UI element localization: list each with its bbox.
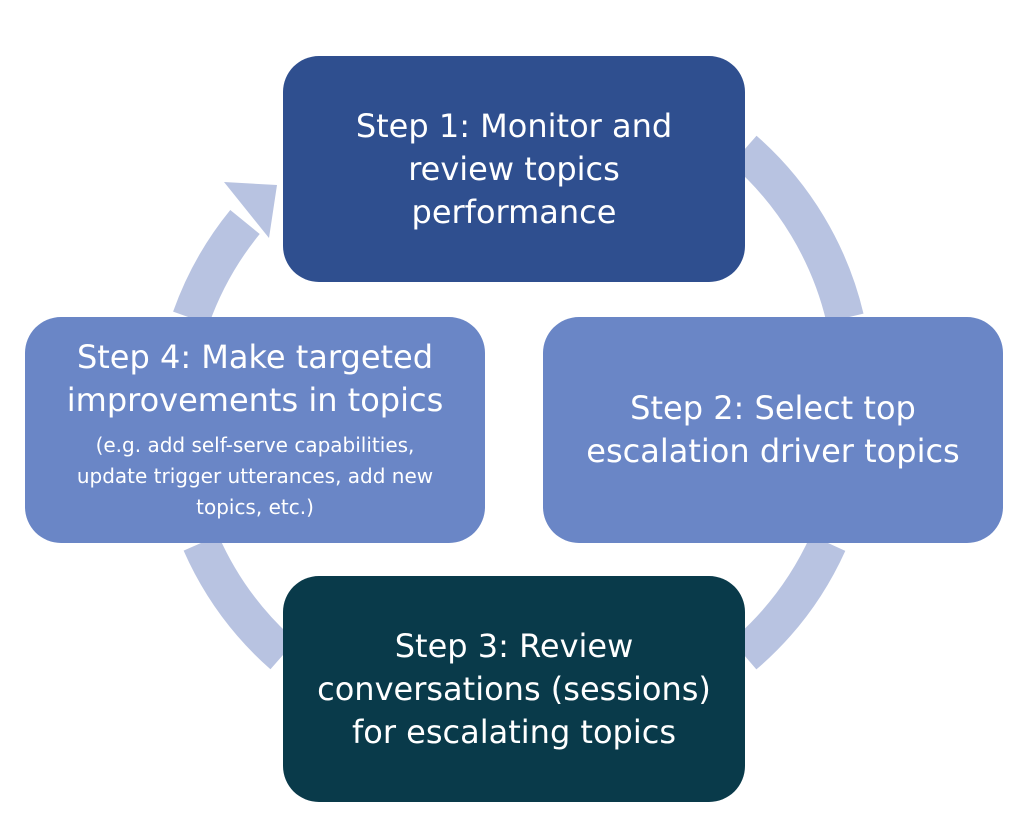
step-1-box: Step 1: Monitor and review topics perfor…	[283, 56, 745, 282]
step-3-title: Step 3: Review conversations (sessions) …	[317, 626, 711, 751]
ring-segment-left-upper	[173, 209, 260, 325]
ring-segment-left-lower	[183, 535, 296, 670]
step-3-box: Step 3: Review conversations (sessions) …	[283, 576, 745, 802]
step-2-box: Step 2: Select top escalation driver top…	[543, 317, 1003, 543]
step-4-box: Step 4: Make targeted improvements in to…	[25, 317, 485, 543]
cycle-arrowhead-icon	[224, 182, 277, 238]
step-2-title: Step 2: Select top escalation driver top…	[586, 389, 960, 470]
ring-segment-right-lower	[731, 534, 846, 670]
step-1-title: Step 1: Monitor and review topics perfor…	[355, 106, 673, 231]
step-4-note: (e.g. add self-serve capabilities, updat…	[76, 432, 434, 519]
ring-segment-right-upper	[731, 135, 864, 323]
step-4-title: Step 4: Make targeted improvements in to…	[66, 337, 444, 419]
